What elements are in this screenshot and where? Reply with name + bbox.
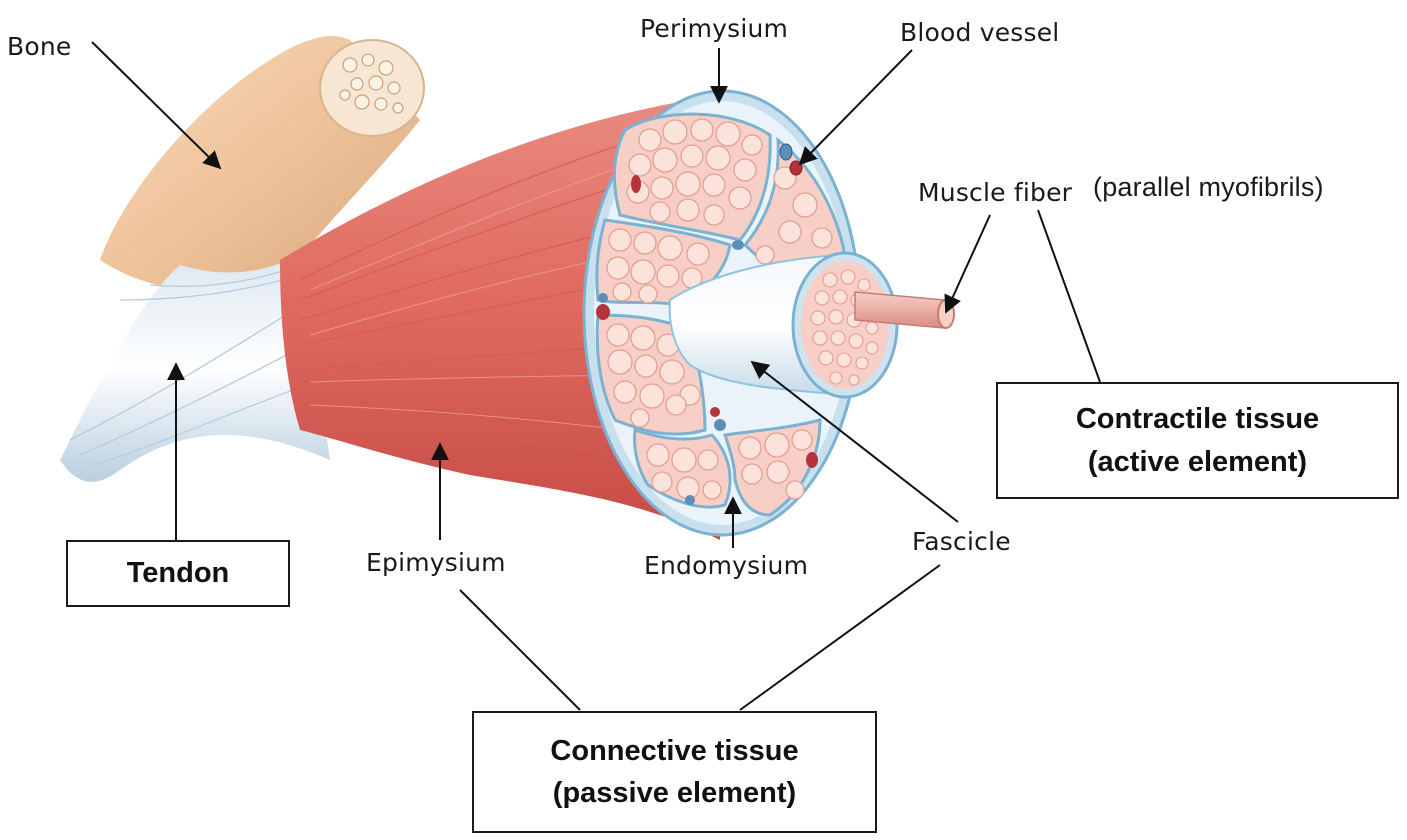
epimysium-label: Epimysium (366, 548, 506, 577)
muscle-fiber-pointer (944, 214, 991, 314)
muscle-fiber-label: Muscle fiber (918, 178, 1073, 207)
contractile-box-line2: (active element) (1087, 445, 1308, 478)
fascicle-extended (668, 251, 955, 399)
fascicle-pointer (750, 360, 959, 523)
bone-shape (100, 36, 425, 292)
fascicle-label: Fascicle (912, 527, 1011, 556)
pointer-lines (91, 41, 1101, 711)
endomysium-label: Endomysium (644, 551, 809, 580)
connective-connector-left (459, 589, 581, 711)
bone-label: Bone (7, 32, 72, 61)
contractile-box-line1: Contractile tissue (1075, 403, 1320, 436)
connective-box-line2: (passive element) (552, 777, 797, 809)
blood-vessels (596, 143, 818, 505)
perimysium-label: Perimysium (640, 14, 789, 43)
parallel-myofibrils-label: (parallel myofibrils) (1093, 172, 1324, 202)
connective-box-line1: Connective tissue (550, 734, 799, 767)
contractile-connector (1037, 209, 1101, 383)
contractile-tissue-box: Contractile tissue (active element) (996, 382, 1399, 499)
tendon-box-text: Tendon (126, 557, 230, 590)
connective-connector-right (739, 564, 941, 711)
blood-vessel-pointer (798, 49, 913, 166)
blood-vessel-label: Blood vessel (900, 18, 1060, 47)
connective-tissue-box: Connective tissue (passive element) (472, 711, 877, 833)
tendon-box: Tendon (66, 540, 290, 607)
bone-pointer (91, 41, 222, 170)
